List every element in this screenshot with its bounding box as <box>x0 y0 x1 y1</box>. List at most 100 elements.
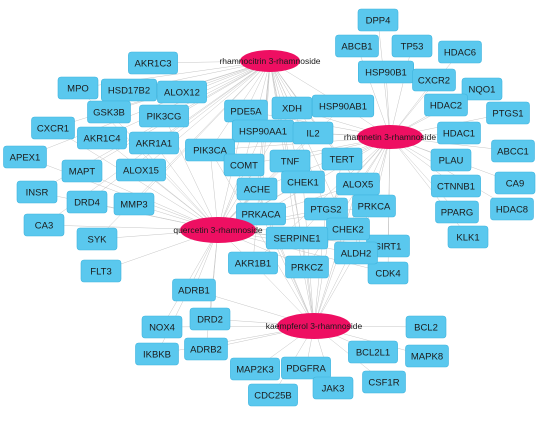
gene-node-hsp90ab1[interactable]: HSP90AB1 <box>311 94 375 118</box>
gene-node-tp53[interactable]: TP53 <box>391 34 433 58</box>
gene-node-pdgfra[interactable]: PDGFRA <box>281 356 331 380</box>
edge-pik3ca-c4 <box>209 149 315 327</box>
gene-node-cdc25b[interactable]: CDC25B <box>248 383 298 407</box>
gene-node-cdk4[interactable]: CDK4 <box>367 261 409 285</box>
compound-node-label: rhamnetin 3-rhamnoside <box>344 132 436 142</box>
gene-node-label: BCL2L1 <box>356 348 390 359</box>
edge-akr1a1-c1 <box>153 60 271 144</box>
gene-node-akr1a1[interactable]: AKR1A1 <box>129 131 179 155</box>
gene-node-jak3[interactable]: JAK3 <box>312 376 354 400</box>
gene-node-akr1c3[interactable]: AKR1C3 <box>128 51 178 75</box>
gene-node-ptgs2[interactable]: PTGS2 <box>304 197 348 221</box>
gene-node-label: CA3 <box>35 221 53 232</box>
gene-node-adrb1[interactable]: ADRB1 <box>172 278 216 302</box>
gene-node-il2[interactable]: IL2 <box>292 121 334 145</box>
gene-node-chek2[interactable]: CHEK2 <box>326 217 370 241</box>
gene-node-cxcr2[interactable]: CXCR2 <box>412 68 456 92</box>
gene-node-apex1[interactable]: APEX1 <box>3 145 47 169</box>
gene-node-mapt[interactable]: MAPT <box>61 159 103 183</box>
gene-node-box <box>424 93 468 117</box>
gene-node-box <box>321 147 363 171</box>
gene-node-comt[interactable]: COMT <box>223 153 265 177</box>
gene-node-dpp4[interactable]: DPP4 <box>357 8 399 32</box>
gene-node-label: INSR <box>26 188 49 199</box>
gene-node-box <box>430 148 472 172</box>
gene-node-abcb1[interactable]: ABCB1 <box>335 34 379 58</box>
gene-node-cxcr1[interactable]: CXCR1 <box>31 116 75 140</box>
gene-node-xdh[interactable]: XDH <box>271 96 313 120</box>
gene-node-prkca[interactable]: PRKCA <box>352 194 396 218</box>
gene-node-aldh2[interactable]: ALDH2 <box>334 241 378 265</box>
gene-node-label: ABCC1 <box>497 147 529 158</box>
gene-node-plau[interactable]: PLAU <box>430 148 472 172</box>
gene-node-ca9[interactable]: CA9 <box>494 171 536 195</box>
gene-node-alox12[interactable]: ALOX12 <box>157 80 207 104</box>
gene-node-alox5[interactable]: ALOX5 <box>336 172 380 196</box>
gene-node-map2k3[interactable]: MAP2K3 <box>230 357 280 381</box>
gene-node-box <box>494 171 536 195</box>
gene-node-syk[interactable]: SYK <box>76 227 118 251</box>
compound-node-quercetin-3-rhamnoside[interactable]: quercetin 3-rhamnoside <box>173 217 263 243</box>
gene-node-gsk3b[interactable]: GSK3B <box>87 100 131 124</box>
gene-node-label: TERT <box>330 155 355 166</box>
gene-node-hsp90aa1[interactable]: HSP90AA1 <box>231 119 295 143</box>
gene-node-box <box>461 77 503 101</box>
gene-node-hsp90b1[interactable]: HSP90B1 <box>357 60 414 84</box>
compound-node-label: quercetin 3-rhamnoside <box>173 225 263 235</box>
compound-node-rhamnetin-3-rhamnoside[interactable]: rhamnetin 3-rhamnoside <box>344 125 436 149</box>
gene-node-label: SIRT1 <box>375 242 402 253</box>
compound-node-kaempferol-3-rhamnoside[interactable]: kaempferol 3-rhamnoside <box>266 313 363 339</box>
gene-node-label: PTGS2 <box>310 205 341 216</box>
gene-node-bcl2[interactable]: BCL2 <box>405 315 447 339</box>
edge-serpine1-c1 <box>269 60 298 239</box>
gene-node-pde5a[interactable]: PDE5A <box>224 99 268 123</box>
gene-node-label: PIK3CA <box>193 146 227 157</box>
gene-node-bcl2l1[interactable]: BCL2L1 <box>348 340 398 364</box>
gene-node-hdac6[interactable]: HDAC6 <box>438 40 482 64</box>
gene-node-hdac8[interactable]: HDAC8 <box>490 197 534 221</box>
gene-node-klk1[interactable]: KLK1 <box>447 225 489 249</box>
gene-node-pparg[interactable]: PPARG <box>435 200 479 224</box>
gene-node-mapk8[interactable]: MAPK8 <box>405 344 449 368</box>
gene-node-adrb2[interactable]: ADRB2 <box>184 337 228 361</box>
gene-node-alox15[interactable]: ALOX15 <box>116 158 166 182</box>
edge-hdac6-c2 <box>389 51 461 138</box>
gene-node-csf1r[interactable]: CSF1R <box>362 370 406 394</box>
gene-node-akr1b1[interactable]: AKR1B1 <box>228 251 278 275</box>
gene-node-hdac2[interactable]: HDAC2 <box>424 93 468 117</box>
gene-node-pik3ca[interactable]: PIK3CA <box>185 138 235 162</box>
gene-node-ca3[interactable]: CA3 <box>23 213 65 237</box>
gene-node-insr[interactable]: INSR <box>16 180 58 204</box>
gene-node-label: TNF <box>281 157 300 168</box>
gene-node-label: COMT <box>230 161 258 172</box>
gene-node-prkaca[interactable]: PRKACA <box>236 202 286 226</box>
gene-node-label: PPARG <box>441 208 474 219</box>
gene-node-tnf[interactable]: TNF <box>269 149 311 173</box>
gene-node-label: SERPINE1 <box>274 234 321 245</box>
gene-node-box <box>189 307 231 331</box>
gene-node-flt3[interactable]: FLT3 <box>80 259 122 283</box>
gene-node-label: HSD17B2 <box>108 86 150 97</box>
gene-node-hdac1[interactable]: HDAC1 <box>437 121 481 145</box>
gene-node-drd4[interactable]: DRD4 <box>66 190 108 214</box>
gene-node-mmp3[interactable]: MMP3 <box>113 192 155 216</box>
gene-node-ctnnb1[interactable]: CTNNB1 <box>431 174 481 198</box>
gene-node-mpo[interactable]: MPO <box>57 76 99 100</box>
gene-node-abcc1[interactable]: ABCC1 <box>491 139 535 163</box>
gene-node-ikbkb[interactable]: IKBKB <box>135 342 179 366</box>
compound-node-rhamnocitrin-3-rhamnoside[interactable]: rhamnocitrin 3-rhamnoside <box>219 50 321 72</box>
gene-node-chek1[interactable]: CHEK1 <box>281 170 325 194</box>
gene-node-ache[interactable]: ACHE <box>236 177 278 201</box>
gene-node-label: HSP90AA1 <box>239 127 287 138</box>
gene-node-prkcz[interactable]: PRKCZ <box>285 255 329 279</box>
gene-node-hsd17b2[interactable]: HSD17B2 <box>101 78 158 102</box>
gene-node-pik3cg[interactable]: PIK3CG <box>139 104 189 128</box>
gene-node-serpine1[interactable]: SERPINE1 <box>265 226 329 250</box>
gene-node-tert[interactable]: TERT <box>321 147 363 171</box>
gene-node-drd2[interactable]: DRD2 <box>189 307 231 331</box>
gene-node-akr1c4[interactable]: AKR1C4 <box>77 126 127 150</box>
gene-node-nox4[interactable]: NOX4 <box>141 315 183 339</box>
gene-node-nqo1[interactable]: NQO1 <box>461 77 503 101</box>
gene-node-ptgs1[interactable]: PTGS1 <box>486 101 530 125</box>
